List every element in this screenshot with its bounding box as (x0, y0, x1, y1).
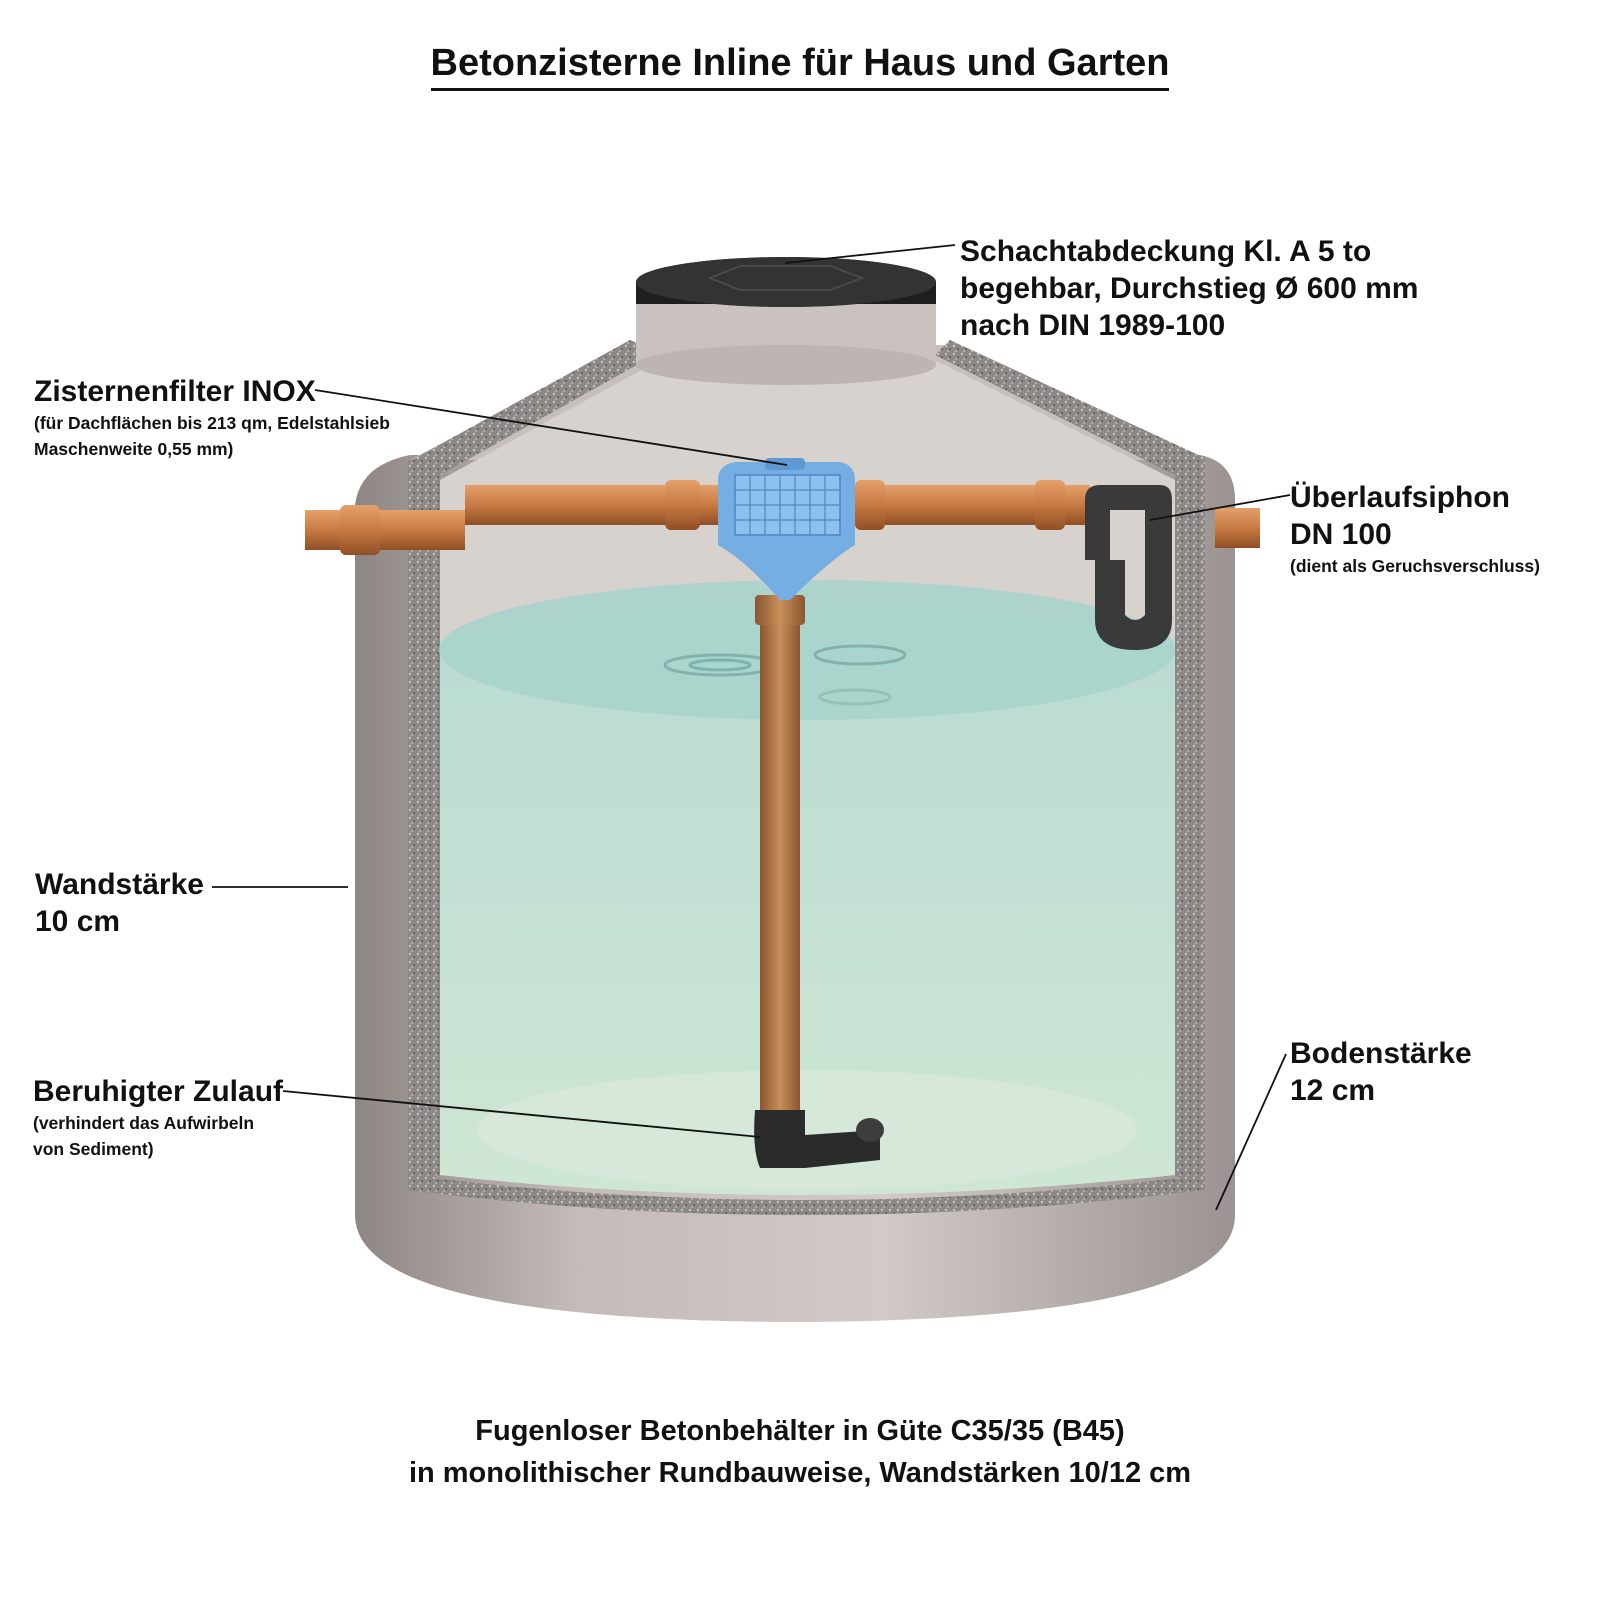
inlet-line2: von Sediment) (33, 1139, 154, 1160)
caption-line1: Fugenloser Betonbehälter in Güte C35/35 … (475, 1415, 1125, 1447)
floor-value: 12 cm (1290, 1074, 1376, 1108)
diagram-title: Betonzisterne Inline für Haus und Garten (0, 42, 1600, 91)
leader-floor (1215, 1053, 1287, 1211)
caption: Fugenloser Betonbehälter in Güte C35/35 … (0, 1410, 1600, 1494)
label-wall: Wandstärke 10 cm (35, 866, 204, 940)
label-manhole-cover: Schachtabdeckung Kl. A 5 to begehbar, Du… (960, 233, 1418, 345)
calmed-inlet (754, 1110, 880, 1168)
overflow-pipe-outer (1215, 508, 1260, 548)
floor-section (408, 1175, 1205, 1215)
inlet-heading: Beruhigter Zulauf (33, 1075, 284, 1108)
siphon-heading: Überlaufsiphon (1290, 481, 1511, 514)
leader-cover (784, 244, 956, 264)
manhole-line3: nach DIN 1989-100 (960, 309, 1226, 343)
label-siphon: Überlaufsiphon DN 100 (dient als Geruchs… (1290, 479, 1540, 580)
manhole-line2: begehbar, Durchstieg Ø 600 mm (960, 272, 1419, 306)
leader-siphon (1149, 494, 1291, 521)
siphon-note: (dient als Geruchsverschluss) (1290, 556, 1540, 577)
tank-bottom (477, 1070, 1137, 1190)
title-text: Betonzisterne Inline für Haus und Garten (430, 42, 1170, 91)
water-body (440, 602, 1175, 1195)
label-inlet: Beruhigter Zulauf (verhindert das Aufwir… (33, 1073, 283, 1163)
wall-section-right (935, 340, 1205, 1190)
label-filter: Zisternenfilter INOX (für Dachflächen bi… (34, 373, 390, 463)
floor-heading: Bodenstärke (1290, 1037, 1472, 1070)
water-surface (439, 580, 1175, 720)
label-floor: Bodenstärke 12 cm (1290, 1035, 1472, 1109)
filter-line2: Maschenweite 0,55 mm) (34, 439, 234, 460)
inlet-pipe-outer (305, 510, 465, 550)
caption-line2: in monolithischer Rundbauweise, Wandstär… (408, 1457, 1192, 1490)
leader-inlet (282, 1090, 761, 1138)
filter-line1: (für Dachflächen bis 213 qm, Edelstahlsi… (34, 413, 390, 434)
wall-value: 10 cm (35, 905, 121, 939)
leader-filter (314, 389, 788, 466)
down-pipe (760, 595, 800, 1120)
wall-heading: Wandstärke (35, 868, 204, 901)
manhole-line1: Schachtabdeckung Kl. A 5 to (960, 235, 1372, 268)
overflow-siphon (1085, 485, 1172, 650)
inlet-line1: (verhindert das Aufwirbeln (33, 1113, 255, 1134)
filter-heading: Zisternenfilter INOX (34, 375, 316, 408)
siphon-size: DN 100 (1290, 518, 1392, 552)
